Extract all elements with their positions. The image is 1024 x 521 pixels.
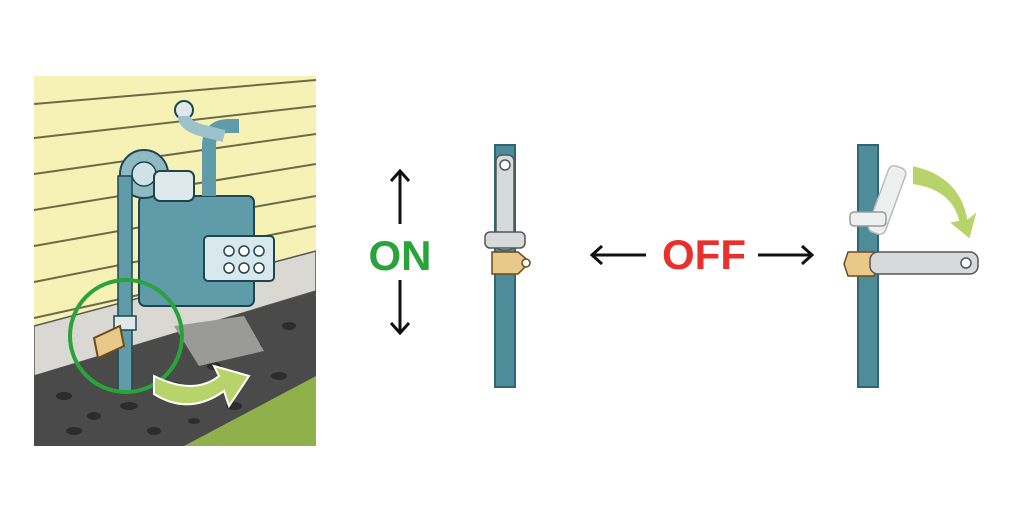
valve-off-illustration	[820, 140, 990, 390]
valve-on-illustration	[470, 140, 550, 390]
arrow-up-icon	[389, 168, 411, 224]
turn-direction-arrow	[911, 163, 980, 242]
arrow-down-icon	[389, 280, 411, 336]
valve-tang	[491, 251, 532, 275]
meter-body	[138, 195, 275, 307]
off-label: OFF	[662, 231, 746, 278]
turn-direction-arrow	[153, 364, 251, 409]
on-label: ON	[368, 232, 432, 279]
off-indicator: OFF	[588, 228, 818, 284]
concrete-pad	[174, 316, 264, 366]
gas-meter-illustration	[33, 76, 317, 446]
shutoff-valve-closed-icon	[843, 144, 980, 388]
meter-dial-panel	[203, 235, 275, 282]
on-indicator: ON	[360, 168, 440, 343]
wrench-handle	[495, 154, 515, 251]
valve-highlight-ring	[68, 278, 184, 394]
shutoff-valve	[92, 324, 126, 360]
shutoff-valve-open-icon	[484, 144, 532, 388]
gas-meter-scene	[33, 76, 317, 446]
riser-pipe	[117, 175, 133, 392]
arrow-left-icon	[589, 244, 646, 266]
arrow-right-icon	[758, 244, 815, 266]
grass	[184, 376, 316, 446]
wrench-handle	[869, 251, 979, 275]
